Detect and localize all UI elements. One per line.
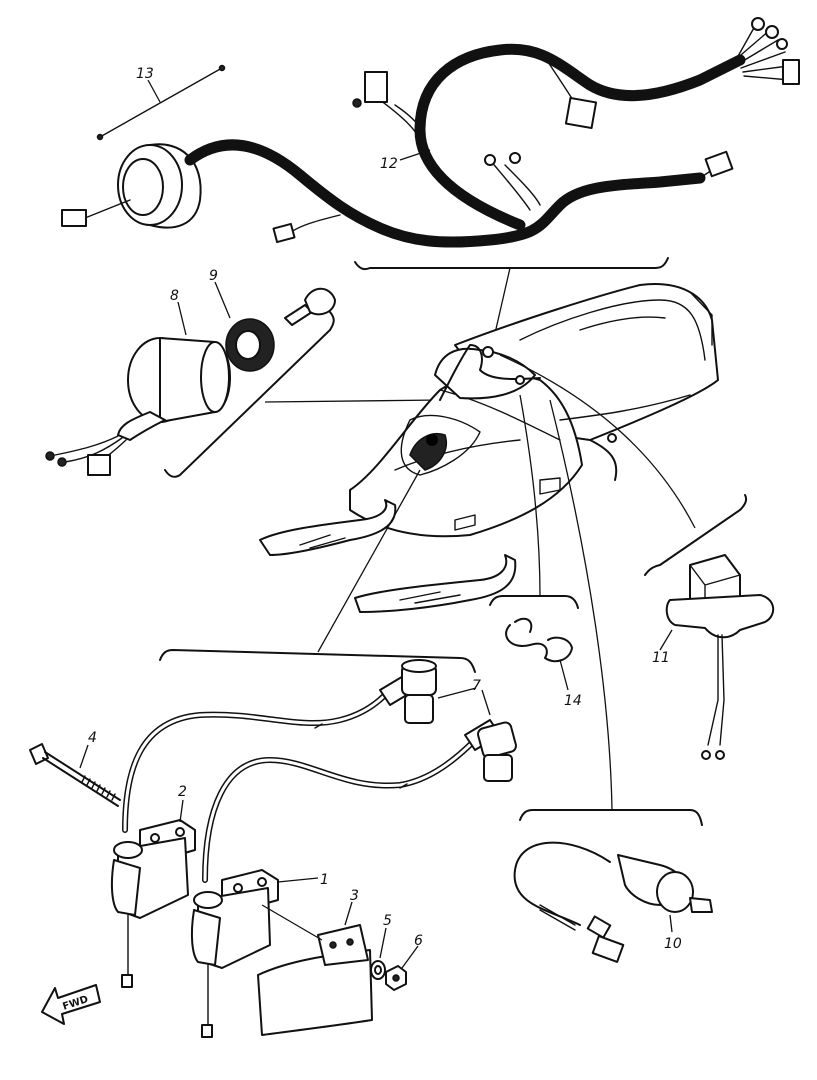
part-14-clip[interactable]	[505, 617, 573, 663]
part-10-switch[interactable]	[513, 841, 713, 963]
leader-5	[379, 927, 387, 959]
bracket-8-9	[164, 311, 335, 478]
callout-11: 11	[652, 650, 670, 666]
part-1-ignition-coil[interactable]	[190, 869, 279, 1038]
bracket-14	[489, 595, 579, 609]
leader-10	[669, 914, 673, 933]
leader-7b	[481, 689, 491, 716]
bracket-12	[354, 257, 669, 271]
leader-1	[277, 877, 319, 883]
part-13-cable[interactable]	[96, 64, 226, 141]
leader-3	[344, 901, 353, 926]
bracket-10	[519, 809, 703, 826]
callout-14: 14	[564, 693, 582, 709]
part-12-wire-harness[interactable]	[61, 17, 800, 248]
callout-6: 6	[414, 933, 423, 949]
callout-5: 5	[383, 913, 392, 929]
leader-2	[179, 799, 184, 823]
pointer-14	[519, 394, 541, 597]
pointer-11	[499, 354, 696, 529]
part-11-relay[interactable]	[665, 554, 775, 760]
callout-4: 4	[88, 730, 97, 746]
leader-14	[559, 659, 569, 691]
leader-13	[147, 79, 161, 103]
callout-9: 9	[209, 268, 218, 284]
callout-7: 7	[472, 678, 481, 694]
route-point-mid	[515, 375, 525, 385]
callout-13: 13	[136, 66, 154, 82]
part-9-nut-and-key[interactable]	[225, 287, 336, 372]
callout-12: 12	[380, 156, 398, 172]
part-7-spark-plug-caps[interactable]	[122, 659, 517, 883]
leader-11	[659, 629, 673, 651]
part-8-main-switch[interactable]	[45, 337, 231, 476]
callout-3: 3	[350, 888, 359, 904]
pointer-coils	[317, 469, 421, 653]
leader-4	[79, 744, 89, 769]
harness-route	[439, 344, 541, 401]
snowmobile-body	[259, 283, 719, 613]
callout-2: 2	[178, 784, 187, 800]
part-5-washer[interactable]	[370, 960, 386, 980]
bracket-11	[644, 494, 748, 576]
callout-10: 10	[664, 936, 682, 952]
part-6-nut[interactable]	[385, 965, 407, 991]
pointer-10	[549, 399, 613, 811]
leader-7a	[437, 687, 477, 699]
leader-6	[401, 945, 419, 969]
callout-8: 8	[170, 288, 179, 304]
route-point-top	[482, 346, 494, 358]
leader-9	[214, 281, 231, 319]
part-2-ignition-coil[interactable]	[110, 819, 196, 988]
bracket-coils	[159, 648, 476, 673]
fwd-direction-arrow: FWD	[41, 984, 101, 1025]
leader-8	[177, 301, 187, 336]
part-3-bracket-plate[interactable]	[257, 904, 373, 1036]
leader-12	[399, 149, 431, 161]
part-4-bolt[interactable]	[29, 743, 121, 807]
pointer-8-9	[264, 399, 441, 403]
callout-1: 1	[320, 872, 329, 888]
